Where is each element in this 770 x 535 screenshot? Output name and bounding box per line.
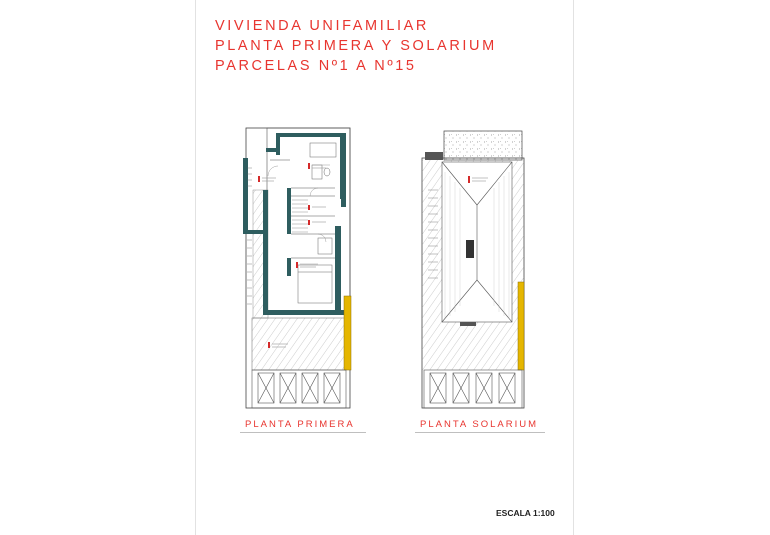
- first-floor-terrace: [251, 317, 347, 371]
- title-line-2: PLANTA PRIMERA Y SOLARIUM: [215, 38, 497, 54]
- first-floor-railing: [247, 167, 252, 305]
- title-line-1: VIVIENDA UNIFAMILIAR: [215, 18, 429, 34]
- first-floor-balcony-strip: [343, 295, 352, 371]
- first-floor-room-tags: [258, 163, 330, 348]
- solarium-pergola: [423, 369, 523, 409]
- scale-label: ESCALA 1:100: [496, 508, 555, 518]
- first-floor-walls: [243, 133, 346, 315]
- first-floor-plan: [243, 127, 352, 409]
- solarium-roof: [441, 161, 513, 323]
- first-floor-fixtures: [297, 142, 337, 304]
- solarium-gravel-roof: [443, 130, 523, 161]
- solarium-railing: [428, 189, 438, 279]
- solarium-chimney: [425, 152, 443, 160]
- caption-first-floor-underline: [240, 432, 366, 433]
- solarium-plan: [421, 130, 525, 409]
- caption-solarium: PLANTA SOLARIUM: [420, 419, 538, 430]
- caption-first-floor: PLANTA PRIMERA: [245, 419, 355, 430]
- caption-solarium-underline: [415, 432, 545, 433]
- solarium-room-tag: [468, 176, 470, 183]
- title-line-3: PARCELAS Nº1 A Nº15: [215, 58, 417, 74]
- solarium-skylight: [466, 240, 474, 258]
- first-floor-pergola: [251, 369, 347, 409]
- first-floor-stairs: [292, 199, 308, 233]
- solarium-balcony-strip: [517, 281, 525, 371]
